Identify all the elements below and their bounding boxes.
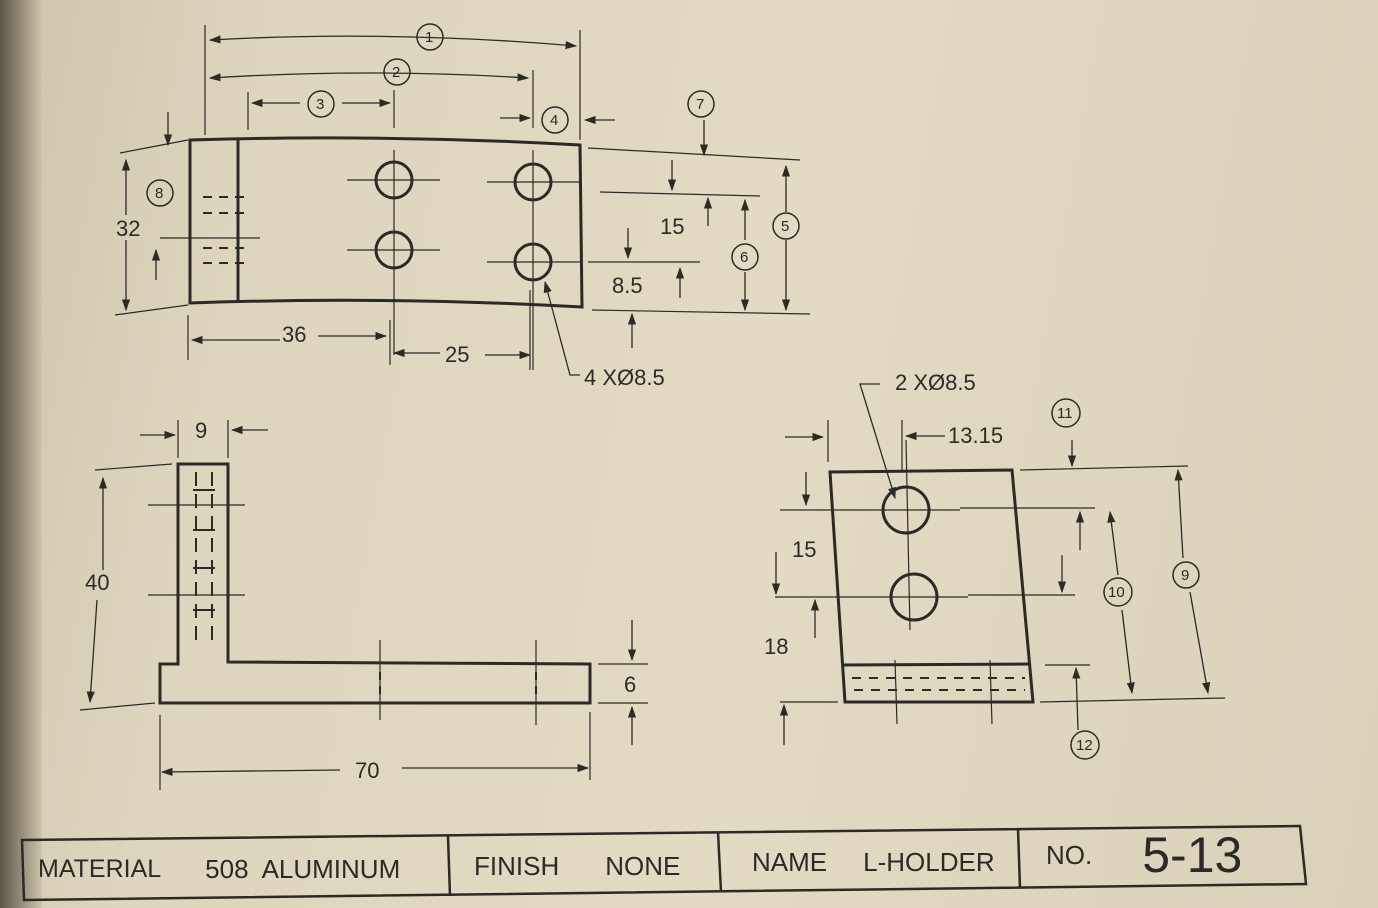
- name-label: NAME: [752, 846, 828, 877]
- front-view-hidden-lines: [160, 196, 260, 264]
- front-view-balloons: [146, 23, 800, 271]
- dim-6: 6: [624, 672, 636, 697]
- balloon-11: [1051, 398, 1081, 428]
- finish-value: NONE: [605, 850, 681, 881]
- end-view-balloons: [1051, 398, 1200, 760]
- balloon-9: [1172, 561, 1200, 589]
- title-block-name: NAME L-HOLDER: [752, 829, 1017, 895]
- material-value: 508 ALUMINUM: [205, 853, 401, 884]
- balloon-8: [146, 179, 174, 207]
- balloon-12: [1070, 730, 1100, 760]
- end-view-hidden-lines: [852, 677, 1025, 691]
- title-block-finish: FINISH NONE: [474, 833, 719, 899]
- end-view-labels: 2 XØ8.5 13.15 15 18 9 10 11 12: [764, 370, 1189, 754]
- balloon-1-label: 1: [425, 29, 433, 46]
- dim-36: 36: [282, 322, 306, 347]
- title-block-material: MATERIAL 508 ALUMINUM: [38, 836, 448, 902]
- end-view-centerlines: [775, 439, 1095, 725]
- balloon-10: [1103, 577, 1133, 607]
- balloon-2: [383, 58, 411, 86]
- balloon-11-label: 11: [1057, 405, 1073, 422]
- end-view-flange-line: [841, 662, 1031, 667]
- balloon-8-label: 8: [155, 185, 163, 202]
- balloon-1: [416, 23, 444, 51]
- balloon-6-label: 6: [740, 249, 748, 266]
- end-view-extension-lines: [780, 420, 1226, 703]
- front-view-dimension-lines: [121, 35, 791, 376]
- finish-label: FINISH: [474, 850, 560, 881]
- title-block-number: NO. 5-13: [1046, 822, 1296, 888]
- name-value: L-HOLDER: [863, 846, 995, 877]
- balloon-7-label: 7: [696, 96, 704, 113]
- end-view: [771, 383, 1226, 760]
- front-view: [114, 23, 811, 376]
- balloon-2-label: 2: [392, 64, 400, 81]
- side-view: [79, 420, 648, 790]
- balloon-5: [772, 212, 800, 240]
- number-label: NO.: [1046, 839, 1093, 870]
- title-block-frame: [20, 824, 1308, 902]
- balloon-7: [687, 90, 715, 118]
- balloon-12-label: 12: [1076, 737, 1093, 754]
- side-view-hidden-lines: [148, 472, 537, 725]
- hole-note-4x: 4 XØ8.5: [584, 365, 665, 390]
- balloon-10-label: 10: [1108, 584, 1125, 601]
- end-view-outline: [828, 468, 1035, 704]
- dim-13-15: 13.15: [948, 423, 1003, 448]
- balloon-3: [307, 90, 335, 118]
- number-value: 5-13: [1142, 827, 1243, 883]
- dim-40: 40: [85, 570, 109, 595]
- dim-15-end: 15: [792, 537, 816, 562]
- book-spine-shadow: [0, 0, 42, 908]
- balloon-5-label: 5: [781, 218, 789, 235]
- balloon-4-label: 4: [550, 112, 558, 129]
- front-view-outline: [188, 136, 584, 309]
- dim-70: 70: [355, 758, 379, 783]
- end-view-dimension-lines: [771, 383, 1211, 745]
- side-view-extension-lines: [79, 420, 648, 790]
- dim-15: 15: [660, 214, 684, 239]
- balloon-4: [541, 106, 569, 134]
- balloon-9-label: 9: [1181, 567, 1189, 584]
- side-view-dimension-lines: [86, 425, 637, 776]
- dim-32: 32: [116, 216, 140, 241]
- dim-18: 18: [764, 634, 788, 659]
- balloon-6: [731, 243, 759, 271]
- material-label: MATERIAL: [38, 854, 162, 883]
- dim-9: 9: [195, 418, 207, 443]
- side-view-outline: [158, 462, 592, 705]
- hole-note-2x: 2 XØ8.5: [895, 370, 976, 395]
- dim-25: 25: [445, 342, 469, 367]
- balloon-3-label: 3: [316, 96, 324, 113]
- side-view-labels: 9 40 70 6: [85, 418, 636, 783]
- front-view-holes: [347, 70, 580, 370]
- dim-8-5: 8.5: [612, 273, 643, 298]
- front-view-labels: 36 25 32 15 8.5 4 XØ8.5 1 2 3 4 5 6 7 8: [116, 29, 789, 390]
- front-view-extension-lines: [114, 25, 811, 370]
